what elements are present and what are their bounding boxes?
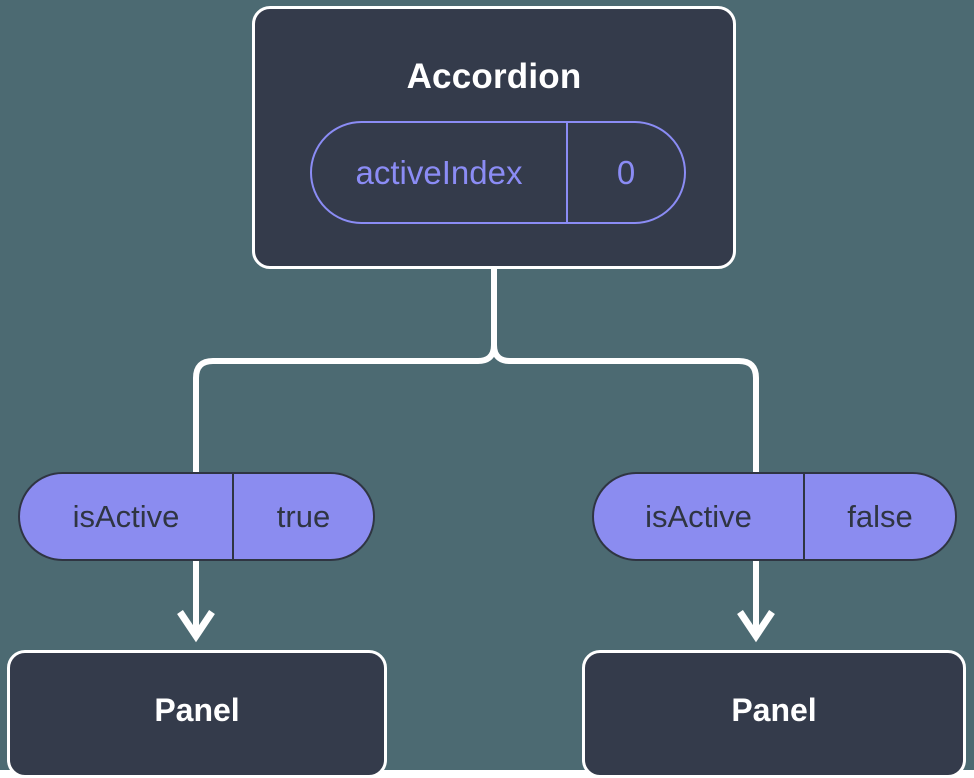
accordion-title: Accordion xyxy=(406,57,582,96)
panel-left-title: Panel xyxy=(154,692,240,728)
arrow-right-head xyxy=(737,610,775,643)
activeindex-value-label: 0 xyxy=(616,153,636,191)
panel-node-right[interactable]: Panel xyxy=(582,650,966,778)
panel-right-title: Panel xyxy=(731,692,817,728)
activeindex-key-label: activeIndex xyxy=(312,123,568,222)
isactive-false-value-label: false xyxy=(847,498,913,534)
branch-left-line xyxy=(193,344,497,472)
branch-right-line xyxy=(491,344,759,472)
isactive-false-key-label: isActive xyxy=(594,474,805,559)
isactive-true-value-label: true xyxy=(276,498,331,534)
accordion-node[interactable]: Accordion activeIndex 0 xyxy=(252,6,736,269)
isactive-true-key-label: isActive xyxy=(20,474,234,559)
activeindex-prop-pill[interactable]: activeIndex 0 xyxy=(310,121,686,224)
isactive-true-pill[interactable]: isActive true xyxy=(18,472,375,561)
isactive-false-pill[interactable]: isActive false xyxy=(592,472,957,561)
panel-node-left[interactable]: Panel xyxy=(7,650,387,778)
arrow-left-head xyxy=(177,610,215,643)
